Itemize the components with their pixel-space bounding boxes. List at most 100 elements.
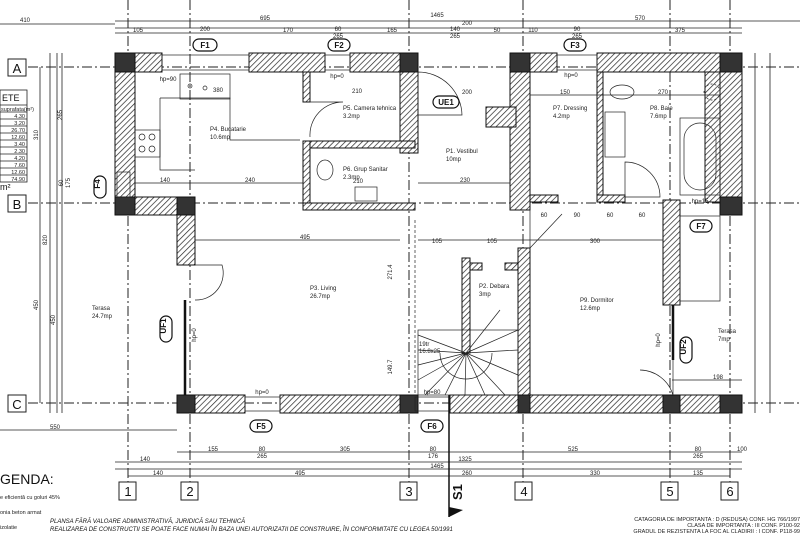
openings-and-fixtures [116,54,721,412]
table-value: 4.30 [14,114,25,120]
title-block: CATAGORIA DE IMPORTANTA : D (REDUSA) CON… [633,517,800,535]
vanity-icon [604,111,626,158]
room-area: 4.2mp [553,114,570,120]
dim: 1465 [430,464,444,470]
tag-f6: F6 [427,422,437,431]
stamp-line: GRADUL DE REZISTENTA LA FOC AL CLADIRII … [633,529,800,535]
dim: hp=15 [692,199,710,205]
room-area: 2.3mp [343,175,360,181]
axis-a: A [13,61,22,76]
dimensions-top: 410 695 1465 570 105 200 170 60 265 165 … [20,13,686,40]
room-area: 26.7mp [310,294,331,300]
dim: 110 [528,28,538,34]
section-mark-s1: S1 [448,395,465,517]
walls [114,52,743,414]
room-name: P5. Camera tehnica [343,106,397,112]
stair-steps: 19tr [419,342,429,348]
stove-icon [134,129,161,158]
dim: 270 [658,90,669,96]
table-value: 74.90 [11,177,25,183]
dim: 375 [675,28,686,34]
stair-size: 16.8x25 [419,349,441,355]
area-table: ETE suprafata(m²) 4.303.2026.7012.603.40… [0,89,34,192]
staircase [414,220,519,396]
dim: 198 [713,375,724,381]
washbasin-icon [354,186,378,202]
axis-1: 1 [124,484,131,499]
room-area: 12.6mp [580,306,601,312]
dim: 570 [635,16,646,22]
tag-uf1: UF1 [159,318,168,334]
room-labels: P4. Bucatarie 10.6mp P5. Camera tehnica … [92,106,737,355]
bathtub-icon [679,117,721,196]
dim: 165 [387,28,398,34]
legend-item: onia beton armat [0,510,42,516]
axis-5: 5 [666,484,673,499]
dim: 135 [693,471,704,477]
door-bath [624,161,661,198]
dim: 820 [43,234,49,245]
toilet-icon-bath [609,84,635,100]
dim: hp=80 [424,390,442,396]
dim: 265 [572,34,583,40]
dim: 1325 [458,457,472,463]
dim: 265 [333,34,344,40]
room-name: P9. Dormitor [580,298,614,304]
room-name: P6. Grup Sanitar [343,167,388,173]
table-value: 7.60 [14,163,25,169]
dim: hp=0 [192,328,198,342]
dimensions-bottom: 550 155 80 265 305 80 176 525 80 265 100… [50,425,748,477]
tag-uf2: UF2 [679,339,688,355]
room-name: P7. Dressing [553,106,587,112]
tag-f4: F4 [93,179,102,189]
table-value: 12.60 [11,170,25,176]
dim: 380 [213,88,224,94]
axis-2: 2 [186,484,193,499]
dim: 450 [51,314,57,325]
disclaimer: PLANSA FĂRĂ VALOARE ADMINISTRATIVĂ, JURI… [50,518,245,525]
room-name: P2. Debara [479,284,510,290]
door-living [194,264,224,301]
room-area: 3.2mp [343,114,360,120]
dim: 90 [574,27,581,33]
dimensions-left: 310 265 450 450 820 175 60 [34,109,72,325]
dim: 265 [58,109,64,120]
dim: 240 [245,178,256,184]
dim: 310 [34,129,40,140]
axis-4: 4 [520,484,527,499]
dim: 149.7 [388,359,394,375]
axis-b: B [13,197,22,212]
dim: 60 [639,213,646,219]
dim: 105 [487,239,498,245]
door-technical [309,101,344,138]
table-value: 26.70 [11,128,25,134]
dim: 260 [462,471,473,477]
table-header: suprafata(m²) [1,107,34,113]
dim: 140 [160,178,171,184]
room-name: P8. Baie [650,106,673,112]
toilet-icon [316,159,334,181]
axis-markers: A B C 1 2 3 4 5 6 [7,58,739,501]
dim: 271.4 [388,264,394,280]
section-label: S1 [450,484,465,500]
room-area: 7mp [718,337,730,343]
dim: 230 [460,178,471,184]
dim: 200 [462,21,473,27]
dim: 60 [59,179,65,186]
tag-ue1: UE1 [438,98,454,107]
axis-c: C [12,397,21,412]
tag-f5: F5 [256,422,266,431]
dim: 140 [153,471,164,477]
dim: 105 [432,239,443,245]
dim: 210 [352,89,363,95]
table-value: 4.20 [14,156,25,162]
dim: hp=0 [255,390,269,396]
table-value: 12.60 [11,135,25,141]
door-terrace [639,360,674,396]
dim: hp=0 [656,333,662,347]
dim: 265 [257,454,268,460]
dim: 550 [50,425,61,431]
dim: 50 [494,28,501,34]
dimension-lines [0,20,800,477]
dim: hp=0 [564,73,578,79]
